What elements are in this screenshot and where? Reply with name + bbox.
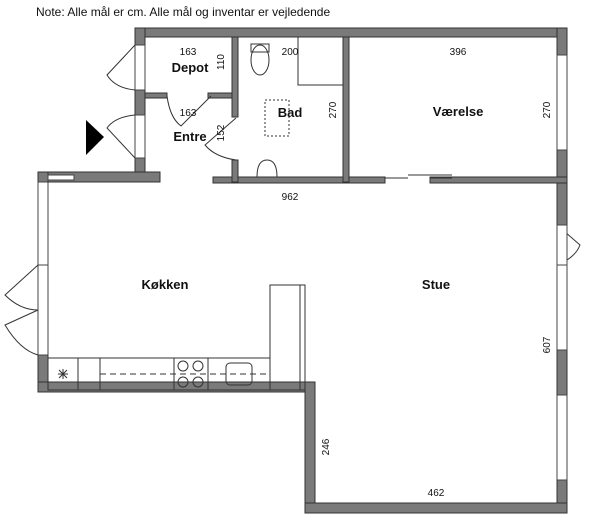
dim-stue-depth: 607	[542, 336, 553, 353]
dim-stue-lower-depth: 246	[321, 438, 332, 455]
fan-icon	[58, 369, 68, 379]
stove-icon	[173, 357, 209, 391]
entrance-arrow-icon	[86, 120, 104, 155]
plan-note: Note: Alle mål er cm. Alle mål og invent…	[36, 5, 331, 19]
room-label-depot: Depot	[172, 60, 210, 75]
shower-icon	[264, 99, 290, 137]
dim-vaerelse-width: 396	[450, 47, 467, 58]
dim-entre-width: 163	[180, 108, 197, 119]
dim-bad-depth: 270	[328, 101, 339, 118]
room-label-bad: Bad	[278, 105, 303, 120]
room-label-vaerelse: Værelse	[433, 104, 484, 119]
room-label-entre: Entre	[173, 129, 206, 144]
kitchen-fixtures	[47, 284, 306, 391]
dim-vaerelse-depth: 270	[542, 101, 553, 118]
toilet-icon	[250, 44, 270, 76]
room-label-stue: Stue	[422, 277, 450, 292]
sink-icon	[256, 159, 278, 178]
dim-bad-width: 200	[282, 47, 299, 58]
kitchen-sink-icon	[225, 362, 253, 386]
dim-stue-lower-width: 462	[428, 488, 445, 499]
windows	[37, 54, 568, 481]
bathroom-fixtures	[250, 37, 343, 178]
dim-total-width: 962	[282, 192, 299, 203]
dim-depot-width: 163	[180, 47, 197, 58]
walls	[37, 27, 568, 514]
dim-depot-depth: 110	[216, 54, 227, 70]
room-label-kokken: Køkken	[142, 277, 189, 292]
dim-entre-depth: 152	[216, 124, 227, 141]
doors	[4, 44, 581, 356]
